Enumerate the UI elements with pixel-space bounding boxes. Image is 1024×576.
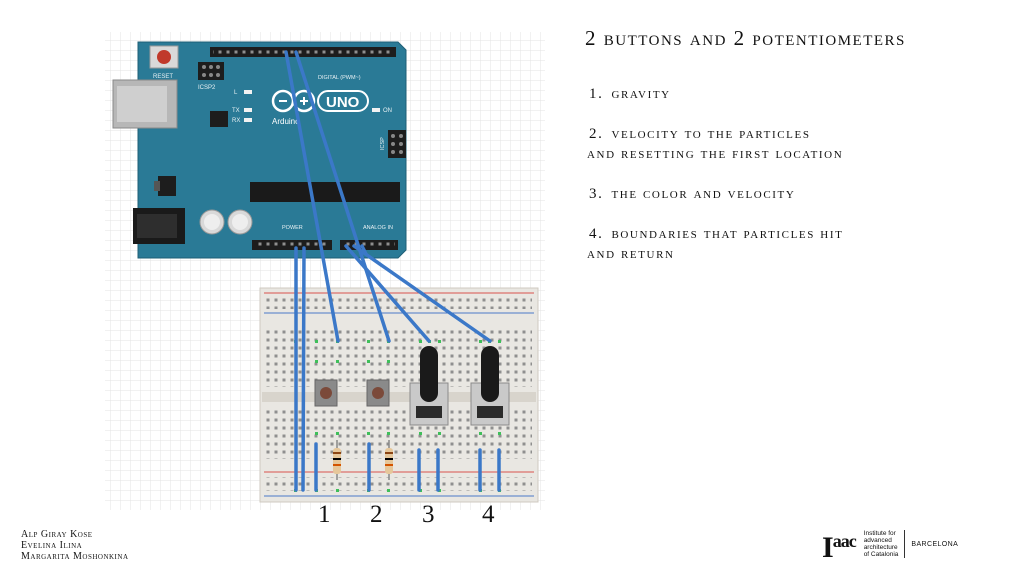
led-label-rx: RX xyxy=(232,118,240,124)
institute-line: advanced xyxy=(863,537,892,544)
author-name: Evelina Ilina xyxy=(21,540,83,551)
potentiometer-1 xyxy=(409,346,449,426)
iaac-logo-mark: Iaac xyxy=(822,530,857,564)
voltage-regulator xyxy=(158,176,176,196)
label-1: 1 xyxy=(318,501,331,528)
item-text-line2: and return xyxy=(587,246,675,262)
icsp2-label: ICSP2 xyxy=(198,85,216,91)
wire-button-2 xyxy=(294,50,391,343)
label-4: 4 xyxy=(482,501,495,528)
item-text: the color and velocity xyxy=(611,186,796,202)
power-label: POWER xyxy=(282,225,303,231)
function-list: 1. gravity 2. velocity to the particles an… xyxy=(587,84,1009,284)
wire-pot-3 xyxy=(360,244,368,256)
led-label-l: L xyxy=(234,90,238,96)
arduino-board: RESET ICSP2 DIGITAL (PWM~) L TX RX ON xyxy=(112,41,407,259)
item-text-line2: and resetting the first location xyxy=(587,146,844,162)
potentiometer-2 xyxy=(470,346,510,426)
wires xyxy=(284,50,501,492)
analog-label: ANALOG IN xyxy=(363,225,393,231)
item-number: 3. xyxy=(589,186,604,202)
uno-label: UNO xyxy=(326,94,360,111)
led-label-tx: TX xyxy=(232,108,240,114)
list-item: 1. gravity xyxy=(589,84,1009,104)
wire-button-1 xyxy=(284,50,340,343)
institute-line: Institute for xyxy=(863,530,896,537)
wire-pot-2 xyxy=(352,244,492,343)
item-text: boundaries that particles hit xyxy=(611,226,844,242)
list-item: 2. velocity to the particles and resettin… xyxy=(587,124,1009,164)
icsp-header xyxy=(388,130,406,158)
icsp-label: ICSP xyxy=(380,137,386,150)
item-number: 2. xyxy=(589,126,604,142)
author-name: Alp Giray Kose xyxy=(21,529,93,540)
slide-title: 2 buttons and 2 potentiometers xyxy=(585,26,906,50)
board-leds xyxy=(244,90,380,122)
resistor-1 xyxy=(333,440,341,480)
label-3: 3 xyxy=(422,501,435,528)
list-item: 4. boundaries that particles hit and retu… xyxy=(587,224,1009,264)
iaac-logo: Iaac Institute for advanced architecture… xyxy=(822,527,959,564)
label-2: 2 xyxy=(370,501,383,528)
digital-label: DIGITAL (PWM~) xyxy=(318,75,361,81)
small-chip xyxy=(210,111,228,127)
item-text: velocity to the particles xyxy=(611,126,811,142)
push-button-2 xyxy=(366,379,390,407)
icsp2-header xyxy=(198,62,224,80)
uno-badge xyxy=(317,90,369,112)
wire-pot-1 xyxy=(344,244,431,343)
item-number: 1. xyxy=(589,86,604,102)
institute-line: of Catalonia xyxy=(863,551,899,558)
author-name: Margarita Moshonkina xyxy=(21,551,129,562)
institute-name: Institute for advanced architecture of C… xyxy=(864,530,906,558)
wire-gnd xyxy=(301,246,306,492)
item-number: 4. xyxy=(589,226,604,242)
author-list: Alp Giray Kose Evelina Ilina Margarita M… xyxy=(21,529,129,562)
institute-line: architecture xyxy=(863,544,898,551)
arduino-label: Arduino xyxy=(272,117,300,126)
reset-label: RESET xyxy=(153,74,173,80)
city-label: BARCELONA xyxy=(911,540,959,548)
item-text: gravity xyxy=(611,86,671,102)
microcontroller-chip xyxy=(250,182,400,202)
list-item: 3. the color and velocity xyxy=(589,184,1009,204)
resistor-2 xyxy=(385,440,393,480)
on-label: ON xyxy=(383,108,392,114)
capacitors xyxy=(199,209,253,235)
push-button-1 xyxy=(314,379,338,407)
